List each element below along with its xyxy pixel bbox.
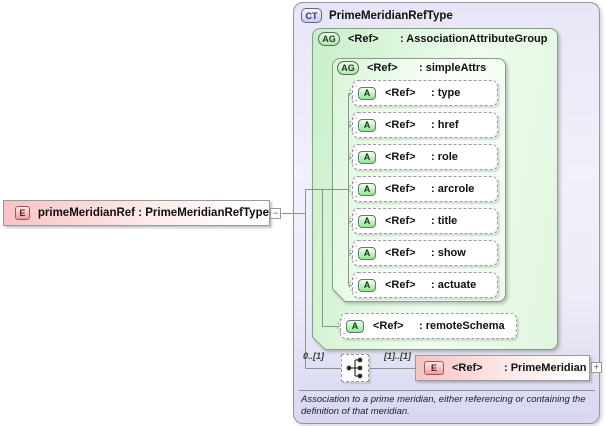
attr-name-label: : actuate [431,279,477,291]
association-attribute-group-header: AG <Ref> : AssociationAttributeGroup [318,32,547,46]
attr-ref-label: <Ref> [385,279,416,291]
attribute-badge: A [358,150,376,164]
attr-ref-label: <Ref> [385,151,416,163]
attr-name-label: : arcrole [431,183,475,195]
min-occurs-label: 0..[1] [303,351,325,361]
sequence-icon[interactable] [341,354,369,382]
element-name-label: : PrimeMeridian [504,362,587,374]
element-badge: E [15,206,30,220]
attr-name-label: : show [431,247,466,259]
attr-name-label: : remoteSchema [419,320,505,332]
group-name-label: : simpleAttrs [419,62,487,74]
attribute-group-badge: AG [318,32,340,46]
attribute-row-title[interactable]: A <Ref> : title [349,208,498,234]
element-ref-label: <Ref> [452,362,483,374]
attr-ref-label: <Ref> [373,320,404,332]
attribute-row-remote-schema[interactable]: A <Ref> : remoteSchema [337,313,517,339]
expand-toggle[interactable]: + [591,362,602,373]
attribute-badge: A [358,182,376,196]
attribute-group-badge: AG [337,61,359,75]
occurs-label: [1]..[1] [384,351,411,361]
child-element-box[interactable]: E <Ref> : PrimeMeridian [415,355,590,381]
attribute-row-href[interactable]: A <Ref> : href [349,112,498,138]
attr-ref-label: <Ref> [385,215,416,227]
attr-name-label: : href [431,119,459,131]
attribute-row-type[interactable]: A <Ref> : type [349,80,498,106]
attribute-row-role[interactable]: A <Ref> : role [349,144,498,170]
attr-ref-label: <Ref> [385,87,416,99]
annotation-divider [299,390,595,391]
element-label: primeMeridianRef : PrimeMeridianRefType [37,207,269,219]
complex-type-badge: CT [301,8,322,23]
annotation-text: Association to a prime meridian, either … [301,394,586,417]
simple-attrs-group-header: AG <Ref> : simpleAttrs [337,61,486,75]
attr-name-label: : type [431,87,461,99]
element-badge: E [424,361,444,375]
attribute-badge: A [346,319,364,333]
attribute-row-show[interactable]: A <Ref> : show [349,240,498,266]
attribute-badge: A [358,246,376,260]
attr-name-label: : role [431,151,458,163]
attr-ref-label: <Ref> [385,247,416,259]
attribute-badge: A [358,86,376,100]
attribute-row-actuate[interactable]: A <Ref> : actuate [349,272,498,298]
attribute-badge: A [358,118,376,132]
element-box[interactable]: E primeMeridianRef : PrimeMeridianRefTyp… [3,200,270,226]
group-ref-label: <Ref> [348,33,379,45]
attr-ref-label: <Ref> [385,119,416,131]
attr-name-label: : title [431,215,458,227]
complex-type-title: PrimeMeridianRefType [329,9,453,22]
attribute-badge: A [358,278,376,292]
sequence-glyph [346,357,363,379]
attribute-badge: A [358,214,376,228]
group-ref-label: <Ref> [367,62,398,74]
attr-ref-label: <Ref> [385,183,416,195]
collapse-toggle[interactable]: − [270,208,281,219]
complex-type-header: CT PrimeMeridianRefType [301,8,453,23]
attribute-row-arcrole[interactable]: A <Ref> : arcrole [349,176,498,202]
group-name-label: : AssociationAttributeGroup [400,33,548,45]
